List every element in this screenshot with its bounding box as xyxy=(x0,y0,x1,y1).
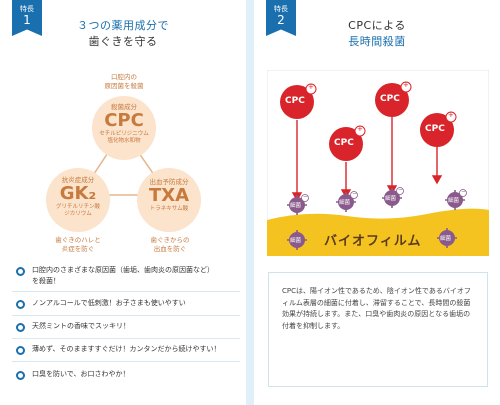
plus-icon: + xyxy=(448,111,454,119)
gk2-note: グリチルリチン酸 ジカリウム xyxy=(55,204,100,217)
badge-label: 特長 xyxy=(20,5,34,13)
cpc-small: 殺菌成分 xyxy=(111,103,137,111)
feature-text: 天然ミントの香味でスッキリ！ xyxy=(32,322,130,330)
badge-number: 1 xyxy=(23,13,31,27)
plus-icon: + xyxy=(308,83,314,91)
cpc-label: CPC xyxy=(425,124,445,134)
feature-list-item: 薄めず、そのまますすぐだけ！カンタンだから続けやすい！ xyxy=(12,341,240,362)
minus-icon: − xyxy=(398,186,404,193)
gk2-big: GK₂ xyxy=(59,183,97,204)
minus-icon: − xyxy=(303,193,309,200)
bullet-icon xyxy=(16,267,25,276)
germ-label: 細菌 xyxy=(385,196,397,202)
cpc-biofilm-illustration: CPC CPC CPC CPC + + + + − − − − 細菌 細菌 細菌… xyxy=(267,70,489,256)
feature-description: CPCは、陽イオン性であるため、陰イオン性であるバイオフィルム表層の細菌に付着し… xyxy=(282,287,471,330)
plus-icon: + xyxy=(357,125,363,133)
gk2-effect-note: 歯ぐきのハレと 炎症を防ぐ xyxy=(55,236,101,253)
germ-label: 細菌 xyxy=(448,198,460,204)
feature-title-line1: ３つの薬用成分で xyxy=(77,19,169,32)
minus-icon: − xyxy=(461,188,467,195)
bullet-icon xyxy=(16,300,25,309)
feature-text: 口腔内のさまざまな原因菌（歯垢、歯肉炎の原因菌など） を殺菌！ xyxy=(32,266,214,285)
txa-note: トラネキサム酸 xyxy=(149,206,189,212)
cpc-label: CPC xyxy=(285,96,305,106)
feature-title-line2: 長時間殺菌 xyxy=(348,35,406,48)
bullet-icon xyxy=(16,371,25,380)
txa-small: 出血予防成分 xyxy=(149,178,189,186)
feature-title-line2: 歯ぐきを守る xyxy=(88,35,158,48)
biofilm-label: バイオフィルム xyxy=(324,234,422,249)
cpc-label: CPC xyxy=(380,94,400,104)
feature-text: 口臭を防いで、お口さわやか！ xyxy=(32,370,130,378)
cpc-effect-note: 口腔内の 原因菌を殺菌 xyxy=(104,73,144,90)
feature-description-box: CPCは、陽イオン性であるため、陰イオン性であるバイオフィルム表層の細菌に付着し… xyxy=(268,272,488,387)
germ-label: 細菌 xyxy=(290,238,302,244)
biofilm-layer xyxy=(267,208,489,256)
cpc-note: セチルピリジニウム 塩化物水和物 xyxy=(99,131,149,144)
cpc-ball-group xyxy=(280,83,454,161)
feature-panel-1: 特長 1 ３つの薬用成分で 歯ぐきを守る 口腔内の 原因菌を殺菌 殺菌成分 CP… xyxy=(0,0,246,405)
txa-effect-note: 歯ぐきからの 出血を防ぐ xyxy=(150,236,190,253)
txa-big: TXA xyxy=(148,185,190,206)
germ-label: 細菌 xyxy=(440,236,452,242)
cpc-label: CPC xyxy=(334,138,354,148)
bullet-icon xyxy=(16,346,25,355)
feature-list-item: 口臭を防いで、お口さわやか！ xyxy=(12,366,240,387)
feature-list-item: 天然ミントの香味でスッキリ！ xyxy=(12,318,240,339)
cpc-circle: 殺菌成分 CPC セチルピリジニウム 塩化物水和物 xyxy=(92,96,156,160)
feature-list-item: 口腔内のさまざまな原因菌（歯垢、歯肉炎の原因菌など） を殺菌！ xyxy=(12,262,240,292)
bullet-icon xyxy=(16,323,25,332)
illustration-svg xyxy=(267,70,489,256)
feature-list-item: ノンアルコールで低刺激！お子さまも使いやすい xyxy=(12,295,240,316)
gk2-circle: 抗炎症成分 GK₂ グリチルリチン酸 ジカリウム xyxy=(46,168,110,232)
badge-label: 特長 xyxy=(274,5,288,13)
cpc-big: CPC xyxy=(104,110,144,131)
txa-circle: 出血予防成分 TXA トラネキサム酸 xyxy=(137,168,201,232)
feature-title-line1: CPCによる xyxy=(348,19,406,32)
badge-number: 2 xyxy=(277,13,285,27)
germ-label: 細菌 xyxy=(339,200,351,206)
feature-text: ノンアルコールで低刺激！お子さまも使いやすい xyxy=(32,299,186,307)
plus-icon: + xyxy=(403,81,409,89)
gk2-small: 抗炎症成分 xyxy=(61,176,95,184)
feature-text: 薄めず、そのまますすぐだけ！カンタンだから続けやすい！ xyxy=(32,345,221,353)
ingredient-triangle xyxy=(78,128,170,196)
germ-label: 細菌 xyxy=(290,203,302,209)
minus-icon: − xyxy=(352,190,358,197)
